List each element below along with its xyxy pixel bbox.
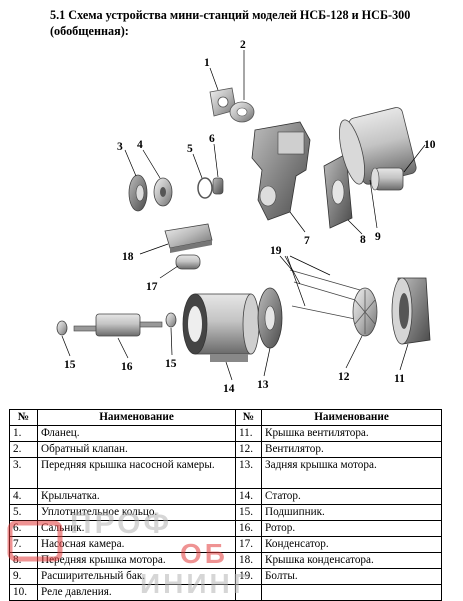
table-row: 2. Обратный клапан. 12. Вентилятор.	[9, 441, 442, 458]
table-row: 10. Реле давления.	[9, 584, 442, 601]
row-name-left: Обратный клапан.	[37, 441, 236, 458]
callout-13: 13	[257, 379, 269, 391]
part-fan	[352, 287, 378, 337]
row-num-right: 13.	[235, 457, 262, 489]
callout-2: 2	[240, 39, 246, 51]
row-num-right	[235, 584, 262, 601]
part-bearing-left	[56, 320, 68, 336]
row-num-right: 17.	[235, 536, 262, 553]
part-stator	[182, 293, 260, 362]
part-rotor	[73, 313, 163, 337]
table-row: 9. Расширительный бак. 19. Болты.	[9, 568, 442, 585]
row-num-left: 6.	[9, 520, 38, 537]
part-motor-front-cover	[323, 153, 353, 229]
callout-1: 1	[204, 57, 210, 69]
part-fan-cover	[391, 277, 431, 345]
callout-11: 11	[394, 373, 405, 385]
row-name-right: Крышка вентилятора.	[261, 425, 442, 442]
leader-lines	[61, 50, 426, 381]
row-name-right	[261, 584, 442, 601]
callout-9: 9	[375, 231, 381, 243]
callout-5: 5	[187, 143, 193, 155]
part-pump-front-cover	[128, 174, 148, 212]
row-name-right: Подшипник.	[261, 504, 442, 521]
row-num-left: 10.	[9, 584, 38, 601]
row-num-left: 8.	[9, 552, 38, 569]
row-name-left: Сальник.	[37, 520, 236, 537]
row-name-right: Вентилятор.	[261, 441, 442, 458]
page-title: 5.1 Схема устройства мини-станций моделе…	[50, 8, 411, 38]
header-name-left: Наименование	[37, 409, 236, 426]
row-name-left: Насосная камера.	[37, 536, 236, 553]
part-capacitor	[175, 254, 201, 270]
table-row: 1. Фланец. 11. Крышка вентилятора.	[9, 425, 442, 442]
row-name-left: Передняя крышка насосной камеры.	[37, 457, 236, 489]
table-row: 7. Насосная камера. 17. Конденсатор.	[9, 536, 442, 553]
part-capacitor-cover	[164, 223, 213, 253]
callout-7: 7	[304, 235, 310, 247]
part-impeller	[153, 177, 173, 207]
row-name-right: Статор.	[261, 488, 442, 505]
row-num-left: 2.	[9, 441, 38, 458]
row-num-left: 5.	[9, 504, 38, 521]
callout-19: 19	[270, 245, 282, 257]
part-expansion-tank	[339, 107, 417, 185]
header-name-right: Наименование	[261, 409, 442, 426]
row-num-right: 16.	[235, 520, 262, 537]
callout-15-left: 15	[64, 359, 76, 371]
table-row: 3. Передняя крышка насосной камеры. 13. …	[9, 457, 442, 489]
row-name-left: Расширительный бак.	[37, 568, 236, 585]
parts-table: № Наименование № Наименование 1. Фланец.…	[9, 409, 442, 601]
row-name-right: Крышка конденсатора.	[261, 552, 442, 569]
row-num-right: 18.	[235, 552, 262, 569]
row-num-right: 19.	[235, 568, 262, 585]
row-num-right: 12.	[235, 441, 262, 458]
table-row: 6. Сальник. 16. Ротор.	[9, 520, 442, 537]
row-name-left: Уплотнительное кольцо.	[37, 504, 236, 521]
part-pump-chamber	[251, 121, 311, 221]
row-num-left: 4.	[9, 488, 38, 505]
table-row: 5. Уплотнительное кольцо. 15. Подшипник.	[9, 504, 442, 521]
row-num-left: 7.	[9, 536, 38, 553]
callout-17: 17	[146, 281, 158, 293]
callout-16: 16	[121, 361, 133, 373]
callout-15-right: 15	[165, 358, 177, 370]
row-num-right: 15.	[235, 504, 262, 521]
exploded-diagram: 1 2 3 4 5 6 7 8 9 10 11 12 13 14 15 15 1…	[56, 39, 436, 395]
callout-18: 18	[122, 251, 134, 263]
table-header-row: № Наименование № Наименование	[9, 409, 442, 426]
row-name-right: Задняя крышка мотора.	[261, 457, 442, 489]
header-num-left: №	[9, 409, 38, 426]
part-bolts	[289, 269, 363, 321]
part-check-valve	[229, 101, 255, 123]
callout-4: 4	[137, 139, 143, 151]
callout-14: 14	[223, 383, 235, 395]
part-gland	[212, 177, 224, 195]
table-row: 8. Передняя крышка мотора. 18. Крышка ко…	[9, 552, 442, 569]
row-name-right: Ротор.	[261, 520, 442, 537]
row-name-left: Фланец.	[37, 425, 236, 442]
row-num-left: 3.	[9, 457, 38, 489]
table-row: 4. Крыльчатка. 14. Статор.	[9, 488, 442, 505]
row-name-left: Реле давления.	[37, 584, 236, 601]
callout-10: 10	[424, 139, 436, 151]
row-name-right: Конденсатор.	[261, 536, 442, 553]
row-name-right: Болты.	[261, 568, 442, 585]
part-pressure-relay	[370, 167, 404, 191]
part-motor-back-cover	[257, 287, 283, 349]
callout-12: 12	[338, 371, 350, 383]
header-num-right: №	[235, 409, 262, 426]
part-seal-ring	[197, 177, 213, 199]
row-num-right: 14.	[235, 488, 262, 505]
row-num-right: 11.	[235, 425, 262, 442]
part-bearing-right	[165, 312, 177, 328]
callout-3: 3	[117, 141, 123, 153]
row-name-left: Крыльчатка.	[37, 488, 236, 505]
row-name-left: Передняя крышка мотора.	[37, 552, 236, 569]
callout-8: 8	[360, 234, 366, 246]
row-num-left: 1.	[9, 425, 38, 442]
callout-6: 6	[209, 133, 215, 145]
row-num-left: 9.	[9, 568, 38, 585]
